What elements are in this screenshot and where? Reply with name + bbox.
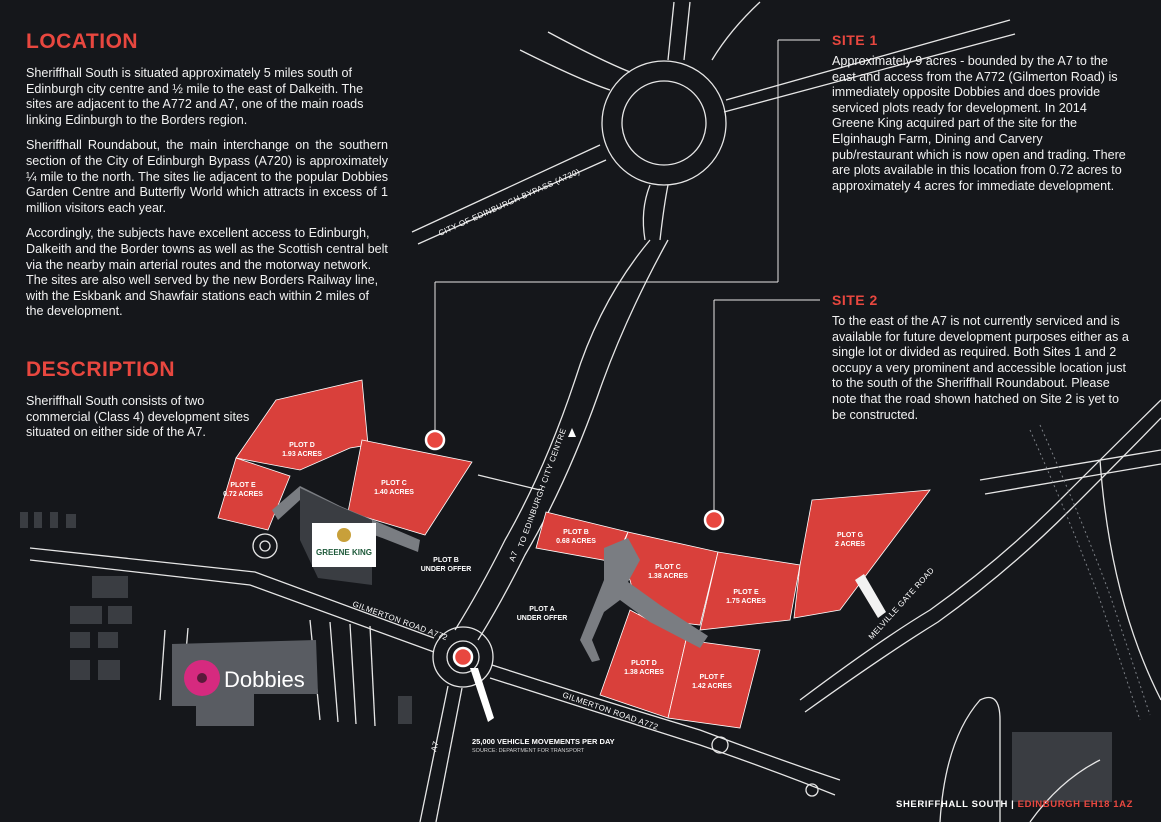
site2-heading: SITE 2 xyxy=(832,292,878,308)
roundabout-marker-icon[interactable] xyxy=(452,646,474,668)
site1-plot-e-area: 0.72 ACRES xyxy=(223,491,263,498)
site2-plot-e-area: 1.75 ACRES xyxy=(726,598,766,605)
site2-plots: PLOT B 0.68 ACRES PLOT C 1.38 ACRES PLOT… xyxy=(517,489,931,729)
site1-plot-c[interactable] xyxy=(347,439,473,536)
traffic-pointer xyxy=(470,668,494,722)
site2-plot-f-area: 1.42 ACRES xyxy=(692,683,732,690)
footer: SHERIFFHALL SOUTH | EDINBURGH EH18 1AZ xyxy=(896,799,1133,810)
site2-plot-b-name: PLOT B xyxy=(563,529,589,536)
description-heading: DESCRIPTION xyxy=(26,358,176,381)
gilmerton-west-label: GILMERTON ROAD A772 xyxy=(351,599,449,642)
site1-marker-icon[interactable] xyxy=(424,429,446,451)
site2-plot-g[interactable] xyxy=(793,489,931,619)
location-paragraph-1: Sheriffhall South is situated approximat… xyxy=(26,66,364,127)
location-text: Sheriffhall South is situated approximat… xyxy=(26,66,388,330)
footer-right: EDINBURGH EH18 1AZ xyxy=(1017,799,1133,810)
site2-plot-a-name: PLOT A xyxy=(529,606,554,613)
site2-plot-e[interactable] xyxy=(699,551,801,631)
bypass-label: CITY OF EDINBURGH BYPASS (A720) xyxy=(437,167,581,238)
site2-plot-f-name: PLOT F xyxy=(700,674,726,681)
direction-arrow-icon xyxy=(568,428,576,437)
site1-plot-c-area: 1.40 ACRES xyxy=(374,489,414,496)
site2-plot-e-name: PLOT E xyxy=(733,589,759,596)
traffic-label: 25,000 VEHICLE MOVEMENTS PER DAY xyxy=(472,737,615,746)
site1-plot-b-name: PLOT B xyxy=(433,557,459,564)
site2-plot-b-area: 0.68 ACRES xyxy=(556,538,596,545)
footer-left: SHERIFFHALL SOUTH xyxy=(896,799,1008,810)
site2-plot-f[interactable] xyxy=(667,639,761,729)
site2-plot-c-area: 1.38 ACRES xyxy=(648,573,688,580)
site1-plot-b-area: UNDER OFFER xyxy=(421,566,472,573)
location-markers xyxy=(424,429,725,668)
a7-north-label: A7 xyxy=(507,550,519,563)
description-text: Sheriffhall South consists of two commer… xyxy=(26,394,250,440)
site1-plot-c-name: PLOT C xyxy=(381,480,407,487)
dobbies-building: Dobbies xyxy=(172,640,318,726)
location-paragraph-2: Sheriffhall Roundabout, the main interch… xyxy=(26,138,388,215)
site2-plot-d-name: PLOT D xyxy=(631,660,657,667)
site2-plot-g-name: PLOT G xyxy=(837,532,864,539)
site1-plot-d-area: 1.93 ACRES xyxy=(282,451,322,458)
site2-text: To the east of the A7 is not currently s… xyxy=(832,314,1129,422)
greene-king-icon xyxy=(337,528,351,542)
background-buildings xyxy=(20,512,1112,802)
a7-south-label: A7 xyxy=(429,740,440,753)
roundabout-markers xyxy=(259,540,819,797)
greene-king-label: GREENE KING xyxy=(316,548,372,557)
site2-plot-a-area: UNDER OFFER xyxy=(517,615,568,622)
railway xyxy=(1029,424,1151,721)
melville-link xyxy=(855,574,886,618)
road-network xyxy=(29,1,1161,822)
site2-plot-c-name: PLOT C xyxy=(655,564,681,571)
site2-plot-d-area: 1.38 ACRES xyxy=(624,669,664,676)
footer-separator: | xyxy=(1011,799,1015,810)
site2-plot-g-area: 2 ACRES xyxy=(835,541,865,548)
site2-marker-icon[interactable] xyxy=(703,509,725,531)
site1-text: Approximately 9 acres - bounded by the A… xyxy=(832,54,1126,193)
dobbies-label: Dobbies xyxy=(224,667,305,692)
site2-hatched-road xyxy=(580,538,708,662)
location-heading: LOCATION xyxy=(26,30,139,53)
site1-plot-d-name: PLOT D xyxy=(289,442,315,449)
location-paragraph-3: Accordingly, the subjects have excellent… xyxy=(26,226,388,319)
site1-heading: SITE 1 xyxy=(832,32,878,48)
site1-plots: GREENE KING PLOT D 1.93 ACRES PLOT C 1.4… xyxy=(217,379,473,585)
traffic-source: SOURCE: DEPARTMENT FOR TRANSPORT xyxy=(472,748,585,754)
site1-plot-e[interactable] xyxy=(217,457,291,531)
site1-plot-e-name: PLOT E xyxy=(230,482,256,489)
